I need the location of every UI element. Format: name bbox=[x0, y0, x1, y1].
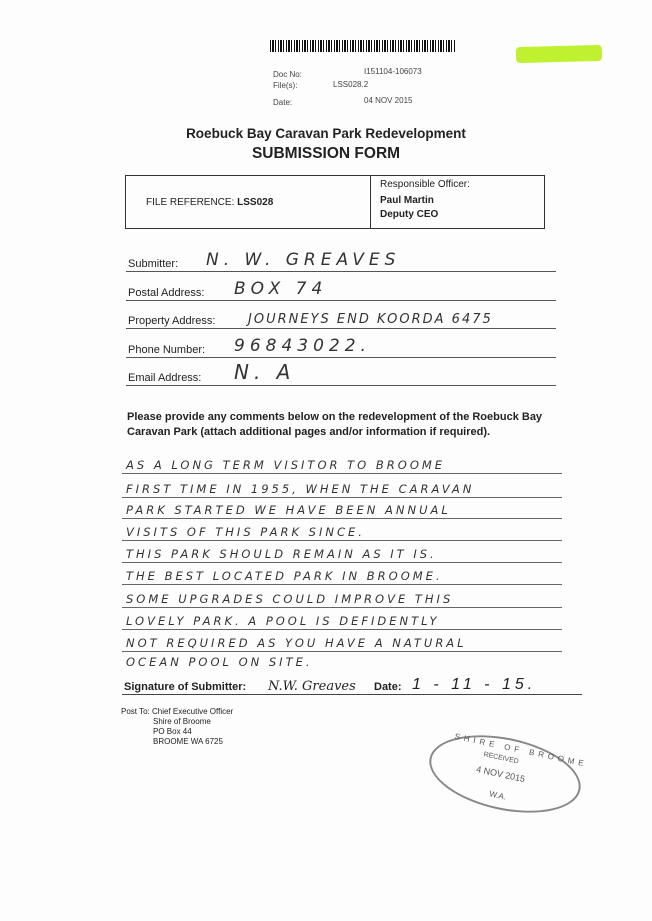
comment-line: THIS PARK SHOULD REMAIN AS IT IS. bbox=[122, 544, 562, 563]
file-reference-box: FILE REFERENCE: LSS028 Responsible Offic… bbox=[125, 175, 545, 229]
comment-line: FIRST TIME IN 1955, WHEN THE CARAVAN bbox=[122, 479, 562, 498]
stamp-date: 4 NOV 2015 bbox=[475, 764, 526, 785]
officer-label: Responsible Officer: bbox=[380, 179, 470, 190]
field-value: JOURNEYS END KOORDA 6475 bbox=[248, 312, 493, 327]
comment-text: THE BEST LOCATED PARK IN BROOME. bbox=[126, 569, 443, 583]
comment-text: FIRST TIME IN 1955, WHEN THE CARAVAN bbox=[126, 482, 475, 496]
email-field: Email Address: N. A bbox=[126, 360, 556, 386]
comment-line: AS A LONG TERM VISITOR TO BROOME bbox=[122, 455, 562, 474]
field-value: N. W. GREAVES bbox=[206, 250, 401, 270]
field-label: Postal Address: bbox=[128, 287, 205, 299]
comment-line: THE BEST LOCATED PARK IN BROOME. bbox=[122, 566, 562, 585]
postal-address-field: Postal Address: BOX 74 bbox=[126, 279, 556, 301]
comment-text: THIS PARK SHOULD REMAIN AS IT IS. bbox=[126, 547, 437, 561]
phone-field: Phone Number: 96843022. bbox=[126, 336, 556, 358]
comment-line: NOT REQUIRED AS YOU HAVE A NATURAL bbox=[122, 633, 562, 652]
barcode bbox=[270, 40, 455, 52]
comment-line: LOVELY PARK. A POOL IS DEFIDENTLY bbox=[122, 611, 562, 630]
field-label: Submitter: bbox=[128, 258, 179, 270]
comment-line: OCEAN POOL ON SITE. bbox=[122, 652, 562, 670]
date: 04 NOV 2015 bbox=[364, 96, 413, 105]
field-value: BOX 74 bbox=[234, 279, 328, 299]
submitter-field: Submitter: N. W. GREAVES bbox=[126, 250, 556, 272]
signature: N.W. Greaves bbox=[268, 679, 356, 694]
officer-name: Paul Martin bbox=[380, 195, 434, 206]
signature-date-label: Date: bbox=[374, 681, 402, 693]
field-label: Email Address: bbox=[128, 372, 202, 384]
post-to-line: BROOME WA 6725 bbox=[153, 737, 223, 746]
field-value: N. A bbox=[234, 360, 296, 384]
stamp-bottom: W.A. bbox=[488, 789, 508, 802]
post-to: Post To: Chief Executive Officer Shire o… bbox=[121, 707, 233, 747]
signature-date: 1 - 11 - 15. bbox=[412, 676, 537, 693]
divider bbox=[370, 176, 371, 228]
files-label: File(s): bbox=[273, 81, 298, 90]
comment-line: VISITS OF THIS PARK SINCE. bbox=[122, 522, 562, 541]
comment-text: VISITS OF THIS PARK SINCE. bbox=[126, 525, 365, 539]
highlighter-mark bbox=[515, 44, 603, 64]
post-to-label: Post To: bbox=[121, 707, 150, 716]
doc-no: I151104-106073 bbox=[364, 67, 422, 76]
field-value: 96843022. bbox=[234, 336, 371, 356]
post-to-line: Shire of Broome bbox=[153, 717, 211, 726]
field-label: Phone Number: bbox=[128, 344, 206, 356]
stamp-top: SHIRE OF BROOME bbox=[453, 731, 589, 769]
instructions: Please provide any comments below on the… bbox=[127, 411, 543, 438]
post-to-line: Chief Executive Officer bbox=[152, 707, 234, 716]
comment-text: SOME UPGRADES COULD IMPROVE THIS bbox=[126, 592, 454, 606]
comment-text: OCEAN POOL ON SITE. bbox=[126, 655, 313, 669]
signature-row: Signature of Submitter: N.W. Greaves Dat… bbox=[122, 676, 582, 695]
received-stamp: SHIRE OF BROOME RECEIVED 4 NOV 2015 W.A. bbox=[422, 722, 589, 826]
files: LSS028.2 bbox=[333, 80, 369, 89]
officer-title: Deputy CEO bbox=[380, 209, 439, 220]
date-label: Date: bbox=[273, 98, 293, 107]
comment-text: NOT REQUIRED AS YOU HAVE A NATURAL bbox=[126, 636, 467, 650]
comment-text: PARK STARTED WE HAVE BEEN ANNUAL bbox=[126, 503, 451, 517]
property-address-field: Property Address: JOURNEYS END KOORDA 647… bbox=[126, 308, 556, 329]
post-to-line: PO Box 44 bbox=[153, 727, 192, 736]
form-subtitle: SUBMISSION FORM bbox=[251, 145, 401, 162]
doc-no-label: Doc No: bbox=[273, 70, 302, 79]
comment-line: SOME UPGRADES COULD IMPROVE THIS bbox=[122, 589, 562, 608]
file-ref-label: FILE REFERENCE: bbox=[146, 197, 235, 208]
signature-label: Signature of Submitter: bbox=[124, 681, 247, 693]
field-label: Property Address: bbox=[128, 315, 216, 327]
comment-line: PARK STARTED WE HAVE BEEN ANNUAL bbox=[122, 500, 562, 519]
form-title: Roebuck Bay Caravan Park Redevelopment bbox=[186, 126, 466, 141]
comment-text: LOVELY PARK. A POOL IS DEFIDENTLY bbox=[126, 614, 440, 628]
comment-text: AS A LONG TERM VISITOR TO BROOME bbox=[126, 458, 446, 472]
file-ref: LSS028 bbox=[237, 197, 274, 208]
